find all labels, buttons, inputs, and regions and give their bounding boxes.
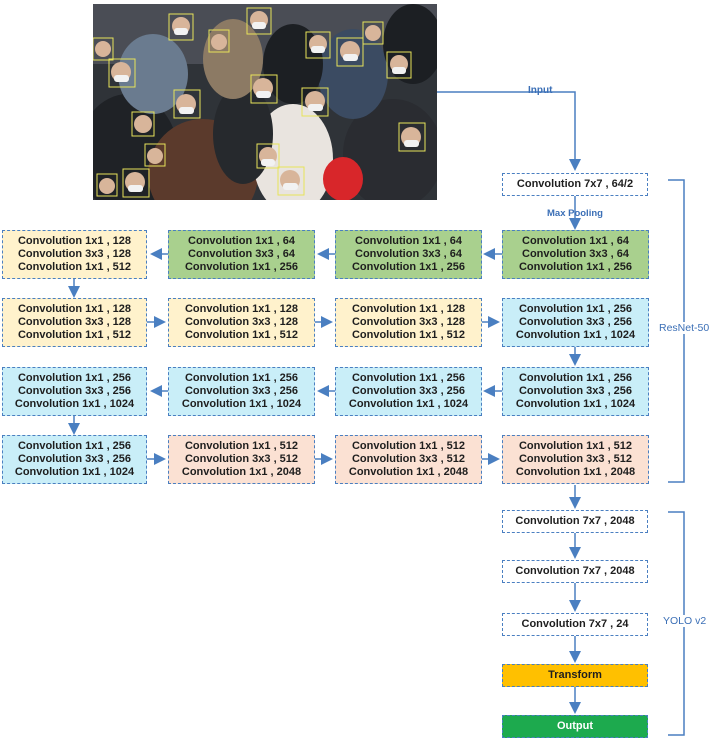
block-text: Convolution 7x7 , 64/2 [516, 178, 634, 190]
block-yolo-conv-3: Convolution 7x7 , 24 [502, 613, 648, 636]
block-line: Convolution 3x3 , 256 [518, 385, 633, 397]
block-yolo-conv-2: Convolution 7x7 , 2048 [502, 560, 648, 583]
block-line: Convolution 1x1 , 256 [351, 261, 466, 273]
crowd-image [93, 4, 437, 200]
block-text: Output [556, 720, 594, 732]
block-line: Convolution 1x1 , 512 [351, 440, 466, 452]
block-line: Convolution 3x3 , 256 [184, 385, 299, 397]
block-transform: Transform [502, 664, 648, 687]
block-line: Convolution 1x1 , 512 [518, 440, 633, 452]
block-line: Convolution 1x1 , 128 [17, 235, 132, 247]
block-line: Convolution 3x3 , 64 [188, 248, 295, 260]
block-line: Convolution 1x1 , 512 [17, 261, 132, 273]
block-line: Convolution 1x1 , 2048 [181, 466, 302, 478]
block-text: Convolution 7x7 , 2048 [515, 515, 635, 527]
block-text: Transform [548, 669, 602, 681]
block-text: Convolution 7x7 , 24 [521, 618, 629, 630]
arrow-input [437, 91, 581, 171]
block-line: Convolution 1x1 , 256 [17, 440, 132, 452]
block-line: Convolution 1x1 , 1024 [14, 466, 135, 478]
block-text: Convolution 7x7 , 2048 [515, 565, 635, 577]
block-line: Convolution 1x1 , 512 [184, 329, 299, 341]
block-line: Convolution 1x1 , 64 [522, 235, 629, 247]
block-conv-7x7-first: Convolution 7x7 , 64/2 [502, 173, 648, 196]
block-line: Convolution 1x1 , 256 [17, 372, 132, 384]
block-line: Convolution 1x1 , 256 [351, 372, 466, 384]
block-line: Convolution 1x1 , 256 [518, 372, 633, 384]
block-yolo-conv-1: Convolution 7x7 , 2048 [502, 510, 648, 533]
block-line: Convolution 1x1 , 2048 [515, 466, 636, 478]
block-line: Convolution 1x1 , 256 [518, 261, 633, 273]
block-line: Convolution 1x1 , 256 [518, 303, 633, 315]
block-line: Convolution 3x3 , 256 [17, 385, 132, 397]
block-line: Convolution 3x3 , 256 [351, 385, 466, 397]
block-line: Convolution 3x3 , 512 [518, 453, 633, 465]
yolo-label: YOLO v2 [663, 615, 707, 627]
block-line: Convolution 1x1 , 128 [351, 303, 466, 315]
block-line: Convolution 1x1 , 64 [355, 235, 462, 247]
block-line: Convolution 1x1 , 2048 [348, 466, 469, 478]
input-label: Input [528, 85, 553, 96]
block-line: Convolution 3x3 , 512 [351, 453, 466, 465]
block-line: Convolution 3x3 , 256 [518, 316, 633, 328]
block-line: Convolution 3x3 , 64 [355, 248, 462, 260]
block-line: Convolution 1x1 , 128 [17, 303, 132, 315]
block-line: Convolution 1x1 , 128 [184, 303, 299, 315]
block-line: Convolution 1x1 , 1024 [515, 398, 636, 410]
block-line: Convolution 1x1 , 512 [351, 329, 466, 341]
block-line: Convolution 3x3 , 512 [184, 453, 299, 465]
block-line: Convolution 3x3 , 128 [184, 316, 299, 328]
block-line: Convolution 1x1 , 512 [184, 440, 299, 452]
block-line: Convolution 3x3 , 128 [351, 316, 466, 328]
block-line: Convolution 1x1 , 1024 [348, 398, 469, 410]
block-line: Convolution 3x3 , 128 [17, 316, 132, 328]
block-line: Convolution 3x3 , 256 [17, 453, 132, 465]
block-line: Convolution 1x1 , 64 [188, 235, 295, 247]
block-output: Output [502, 715, 648, 738]
resnet-label: ResNet-50 [659, 322, 710, 334]
max-pooling-label: Max Pooling [547, 208, 603, 219]
block-line: Convolution 1x1 , 256 [184, 261, 299, 273]
block-line: Convolution 1x1 , 1024 [181, 398, 302, 410]
block-line: Convolution 3x3 , 64 [522, 248, 629, 260]
input-crowd-photo [93, 4, 437, 200]
block-line: Convolution 1x1 , 1024 [515, 329, 636, 341]
block-line: Convolution 1x1 , 1024 [14, 398, 135, 410]
block-line: Convolution 1x1 , 512 [17, 329, 132, 341]
block-line: Convolution 1x1 , 256 [184, 372, 299, 384]
block-line: Convolution 3x3 , 128 [17, 248, 132, 260]
